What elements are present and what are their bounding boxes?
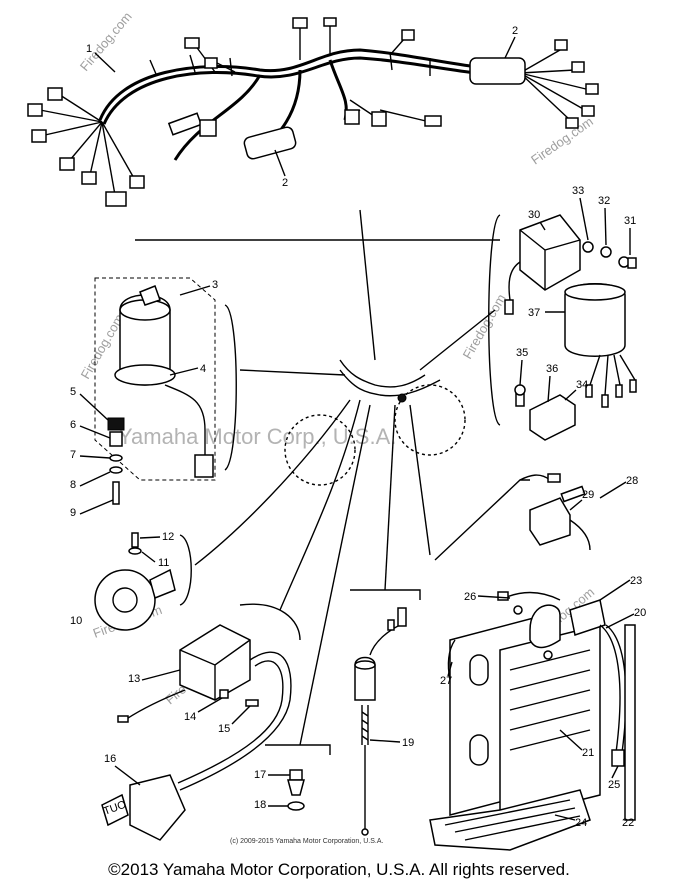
harness-sleeve-lower [243,126,297,160]
watermark-center: Yamaha Motor Corp., U.S.A. [118,424,396,449]
part-number: 2 [512,25,518,37]
part-number: 2 [282,177,288,189]
part-number: 4 [200,363,206,375]
part-number: 31 [624,215,636,227]
part-number: 33 [572,185,584,197]
part-number: 28 [626,475,638,487]
ignition-switch-group [94,277,237,505]
part-number: 37 [528,307,540,319]
harness-sleeve-right [469,57,526,85]
part-number: 35 [516,347,528,359]
regulator-group [488,214,637,441]
coil-group [434,473,591,561]
part-number: 5 [70,386,76,398]
part-number: 14 [184,711,196,723]
watermark-firedog-4: Firedog.com [460,291,509,361]
part-number: 20 [634,607,646,619]
part-number: 19 [402,737,414,749]
part-number: 18 [254,799,266,811]
part-number: 26 [464,591,476,603]
exploded-parts-diagram: Yamaha Motor Corp., U.S.A. Firedog.com F… [27,9,646,851]
part-number: 36 [546,363,558,375]
part-number: 11 [158,557,169,569]
part-number: 32 [598,195,610,207]
part-number: 23 [630,575,642,587]
neutral-switch-group [265,744,331,811]
flasher-relay-group: TUO [101,603,301,841]
part-number: 1 [86,43,92,55]
part-number: 17 [254,769,266,781]
part-number: 30 [528,209,540,221]
battery-group [429,591,636,851]
part-number: 27 [440,675,452,687]
part-number: 3 [212,279,218,291]
source-line: (c) 2009-2015 Yamaha Motor Corporation, … [230,838,384,845]
part-number: 6 [70,419,76,431]
part-number: 8 [70,479,76,491]
handlebar-mount [284,359,466,486]
part-number: 13 [128,673,140,685]
part-number: 10 [70,615,82,627]
part-number: 29 [582,489,594,501]
part-number: 16 [104,753,116,765]
part-number: 15 [218,723,230,735]
part-number: 7 [70,449,76,461]
part-number: 22 [622,817,634,829]
part-number: 12 [162,531,174,543]
part-number: 34 [576,379,588,391]
watermark-firedog-2: Firedog.com [528,114,596,168]
horn-group [94,532,192,631]
brake-switch-group [350,589,421,836]
copyright-notice: ©2013 Yamaha Motor Corporation, U.S.A. A… [108,860,570,879]
part-number: 21 [582,747,594,759]
part-number-callouts: 1 2 2 3 4 5 6 7 8 9 10 11 12 13 14 15 16… [70,25,646,829]
wire-harness [27,17,599,207]
part-number: 25 [608,779,620,791]
part-number: 24 [575,817,587,829]
part-number: 9 [70,507,76,519]
